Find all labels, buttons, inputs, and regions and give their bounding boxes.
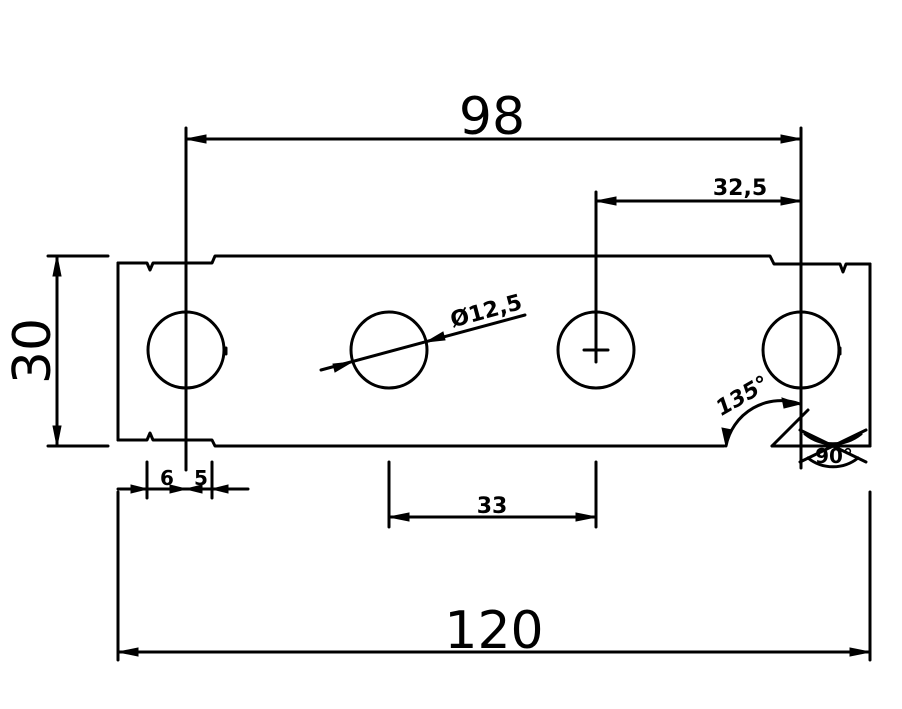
arrowhead [52,255,62,277]
part-bottom-edge [116,431,726,448]
arrowhead [721,427,733,448]
dim-120: 120 [116,490,872,662]
dim-98: 98 [184,87,803,472]
arrowhead [425,331,446,343]
part-outline [116,254,872,448]
angle-leg [798,428,868,464]
hole-2 [349,310,429,390]
arrowhead [130,484,148,494]
chamfer-line [770,408,810,448]
arrowhead [780,196,802,206]
arrowhead [332,361,353,373]
dim-angle-135: 135° [712,371,810,448]
arrowhead [169,484,187,494]
arrowhead [388,512,410,522]
arrowhead [575,512,597,522]
arrowhead [52,425,62,447]
arrowhead [595,196,617,206]
dim-label-90: 90° [815,444,853,468]
arrowhead [185,484,203,494]
dim-32-5: 32,5 [594,176,803,352]
angle-arc [806,456,860,469]
arrowhead [849,647,871,657]
arrowhead [117,647,139,657]
dim-30: 30 [3,254,110,448]
dim-label-33: 33 [477,494,508,519]
angle-arc [803,432,863,446]
dim-label-5: 5 [194,466,208,490]
dim-label-120: 120 [444,601,543,661]
arrowhead [185,134,207,144]
part-top-edge [116,254,872,274]
dim-label-32-5: 32,5 [713,176,767,201]
dim-notch: 6 5 [116,460,250,500]
dim-label-30: 30 [3,318,63,384]
dim-label-98: 98 [459,87,525,147]
arrowhead [781,397,802,409]
arrowhead [780,134,802,144]
leader-line [319,313,527,372]
arrowhead [211,484,229,494]
dim-angle-90: 90° [798,428,868,470]
dim-label-6: 6 [160,466,174,490]
dim-33: 33 [387,460,598,529]
